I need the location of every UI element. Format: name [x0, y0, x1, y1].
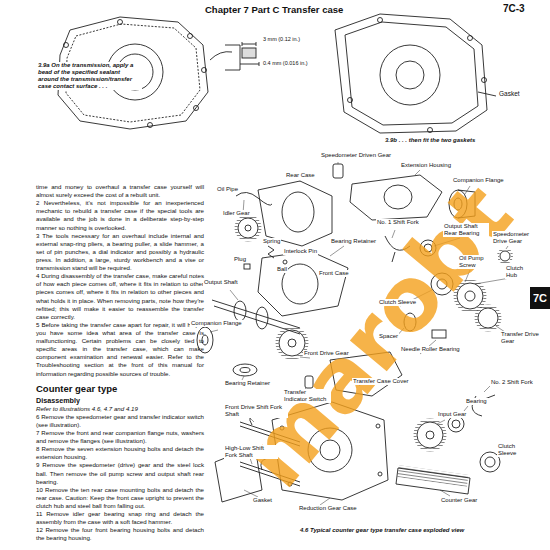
part-label: Reduction Gear Case [298, 505, 358, 512]
part-label: Needle Roller Bearing [400, 346, 461, 353]
body-text: 7 Remove the front and rear companion fl… [36, 429, 204, 445]
dimension: 3 mm (0.12 in.) [262, 36, 301, 42]
part-label: Output Shaft [203, 279, 239, 286]
part-label: Bearing Retainer [330, 238, 377, 245]
figure-caption: 4.6 Typical counter gear type transfer c… [300, 527, 464, 534]
part-label: Bearing Retainer [224, 380, 271, 387]
part-label: Output Shaft Rear Bearing [443, 223, 489, 237]
part-label: Spring [262, 238, 281, 245]
dimension: 0.4 mm (0.016 in.) [262, 60, 309, 66]
part-label: High-Low Shift Fork Shaft [224, 445, 278, 459]
part-label: Companion Flange [452, 177, 505, 184]
part-label: Transfer Drive Gear [500, 331, 542, 345]
part-label: Idler Gear [222, 210, 251, 217]
figure-caption: 3.9b . . . then fit the two gaskets [385, 137, 475, 144]
part-label: Oil Pump Screw [458, 255, 498, 269]
part-label: Spacer [378, 333, 399, 340]
page-number: 7C-3 [503, 3, 525, 15]
part-label: Clutch Hub [505, 265, 533, 279]
subsection-heading: Disassembly [36, 396, 204, 405]
body-text: 11 Remove idler gear bearing snap ring a… [36, 510, 204, 526]
body-text: 12 Remove the four front bearing housing… [36, 526, 204, 542]
body-text: 10 Remove the ten rear case mounting bol… [36, 486, 204, 510]
body-text: 4 During disassembly of the transfer cas… [36, 272, 204, 321]
part-label: Rear Case [285, 172, 316, 179]
part-label: Companion Flange [190, 320, 243, 327]
part-label: Speedometer Drive Gear [492, 231, 544, 245]
body-text: 3 The tools necessary for an overhaul in… [36, 232, 204, 273]
part-label: Transfer Case Cover [352, 378, 409, 385]
body-text: 2 Nevertheless, it's not impossible for … [36, 199, 204, 231]
part-label: Input Gear [437, 411, 467, 418]
part-label: Bearing [465, 398, 488, 405]
body-text: 5 Before taking the transfer case apart … [36, 321, 204, 378]
section-heading: Counter gear type [36, 383, 204, 394]
part-label: Plug [233, 256, 247, 263]
part-label: Ball [276, 266, 288, 273]
body-text: time and money to overhaul a transfer ca… [36, 183, 204, 199]
part-label: Interlock Pin [283, 248, 318, 255]
part-label: Front Drive Shift Fork Shaft [224, 404, 288, 418]
part-label: No. 2 Shift Fork [490, 379, 534, 386]
part-label: Front Drive Gear [303, 350, 350, 357]
part-label: No. 1 Shift Fork [376, 219, 420, 226]
part-label: Transfer Indicator Switch [283, 389, 331, 403]
text-column: time and money to overhaul a transfer ca… [36, 183, 204, 542]
part-label: Counter Gear [440, 497, 478, 504]
part-label: Speedometer Driven Gear [320, 152, 392, 159]
chapter-tab: 7C [530, 287, 550, 309]
part-label: Front Case [318, 270, 350, 277]
part-label: Extension Housing [400, 162, 452, 169]
body-text: 9 Remove the speedometer (drive) gear an… [36, 461, 204, 485]
part-label: Gasket [252, 497, 273, 504]
part-label: Gasket [498, 90, 521, 97]
body-text: 8 Remove the seven extension housing bol… [36, 445, 204, 461]
page-header: Chapter 7 Part C Transfer case [205, 4, 343, 15]
part-label: Clutch Sleeve [378, 299, 417, 306]
reference-note: Refer to illustrations 4.6, 4.7 and 4.19 [36, 405, 204, 413]
part-label: Oil Pipe [216, 186, 239, 193]
part-label: Clutch Sleeve [497, 443, 529, 457]
tab-text: 7C [533, 292, 547, 304]
body-text: 6 Remove the speedometer gear and transf… [36, 413, 204, 429]
figure-caption: 3.9a On the transmission, apply a bead o… [38, 62, 142, 90]
